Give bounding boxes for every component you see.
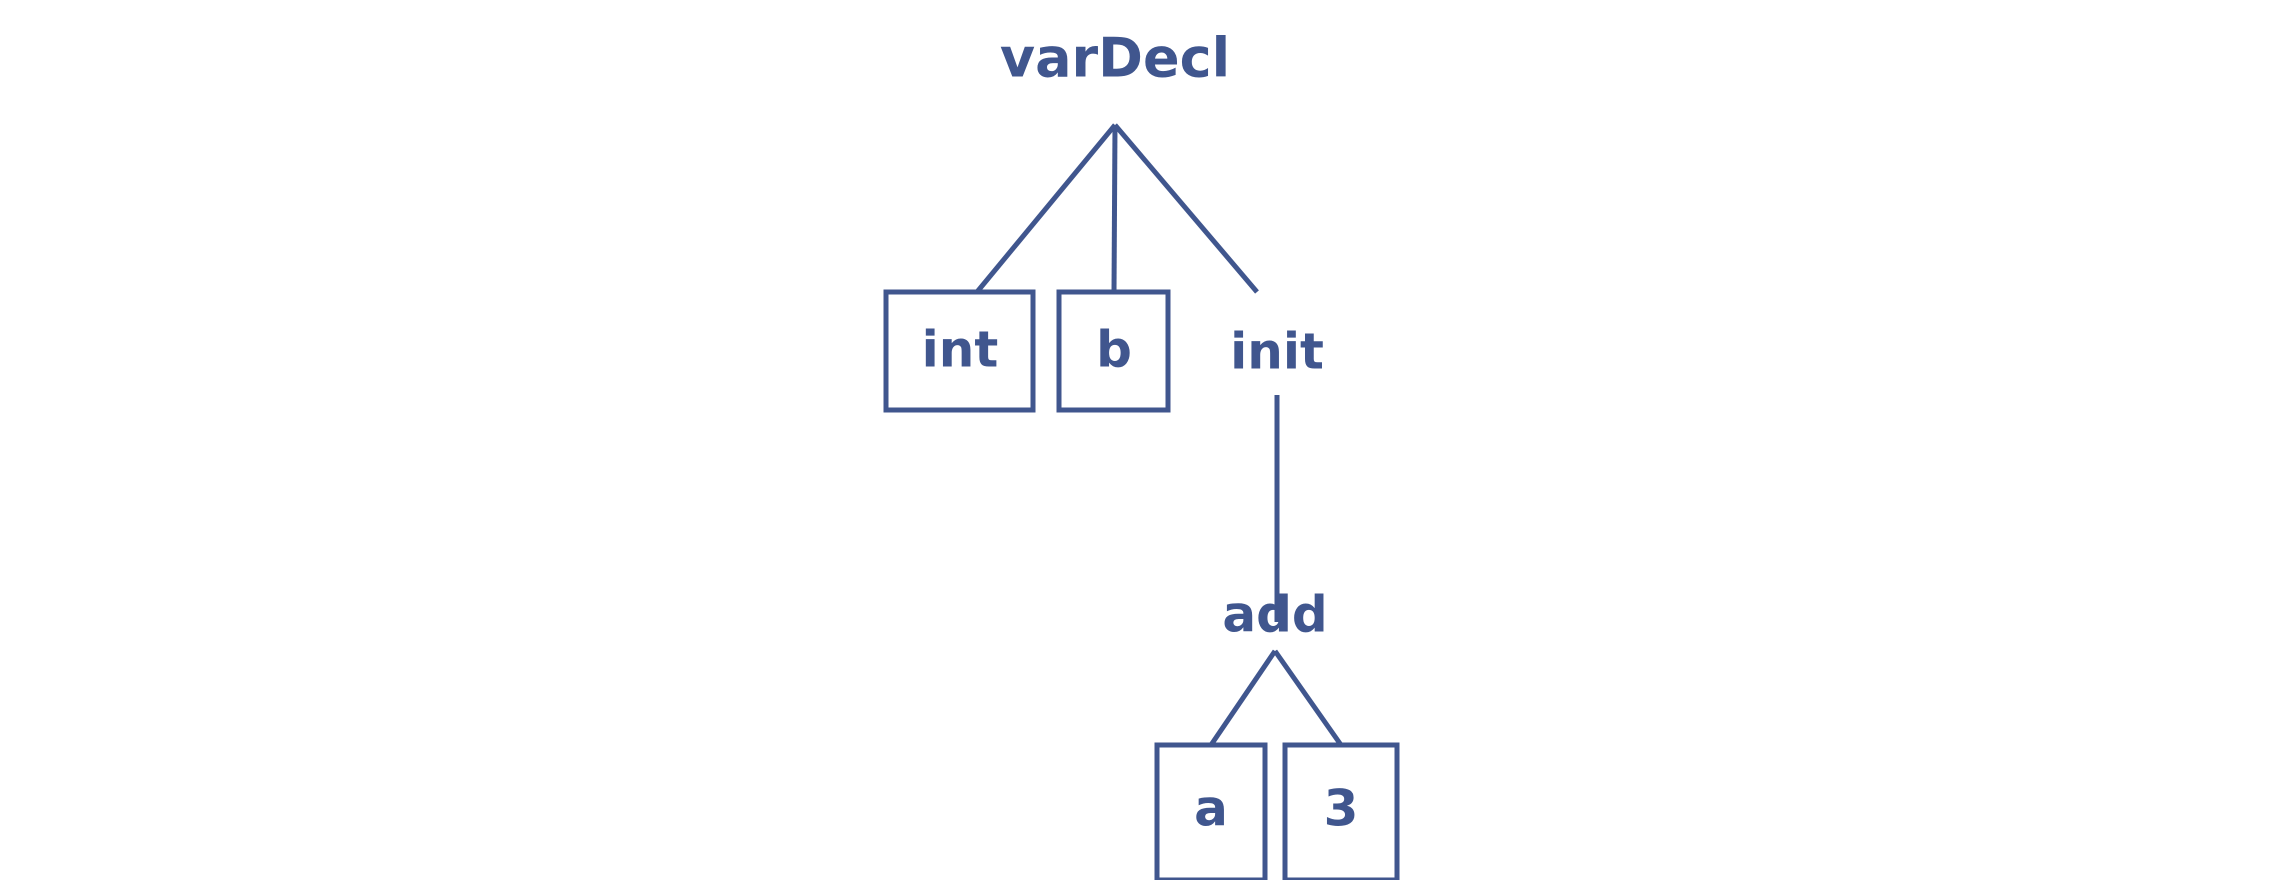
node-box-group bbox=[883, 289, 1400, 880]
node-label-b: b bbox=[1096, 321, 1132, 379]
edge-add-to-a bbox=[1208, 649, 1278, 747]
edge-root-to-b bbox=[1111, 124, 1118, 293]
node-label-init: init bbox=[1230, 323, 1324, 381]
node-box-a[interactable] bbox=[1154, 742, 1268, 880]
node-label-3: 3 bbox=[1324, 780, 1359, 838]
node-box-int[interactable] bbox=[883, 289, 1036, 413]
node-label-group: varDecl int b init add a 3 bbox=[922, 27, 1359, 838]
edge-root-to-int bbox=[975, 123, 1117, 294]
node-label-a: a bbox=[1194, 780, 1228, 838]
node-box-3[interactable] bbox=[1282, 742, 1400, 880]
node-label-int: int bbox=[922, 321, 999, 379]
edge-add-to-3 bbox=[1272, 649, 1344, 747]
edge-group bbox=[975, 123, 1344, 747]
edge-root-to-init bbox=[1113, 123, 1259, 294]
node-label-add: add bbox=[1222, 586, 1327, 644]
node-label-vardecl: varDecl bbox=[1000, 27, 1230, 90]
node-box-b[interactable] bbox=[1056, 289, 1171, 413]
